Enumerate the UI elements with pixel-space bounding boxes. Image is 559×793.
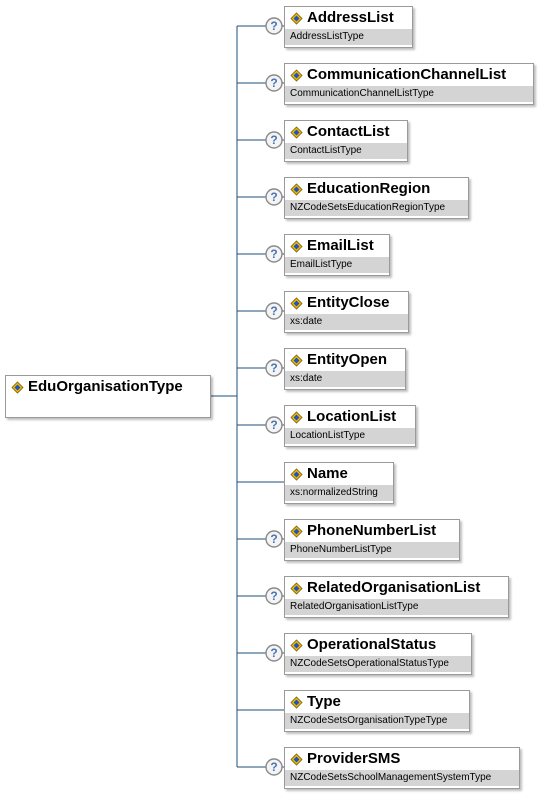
element-icon xyxy=(290,240,303,253)
element-name: EmailList xyxy=(307,237,374,254)
element-icon xyxy=(290,183,303,196)
optional-question-icon: ? xyxy=(265,17,283,35)
element-type: ContactListType xyxy=(285,143,407,159)
optional-question-icon: ? xyxy=(265,188,283,206)
svg-text:?: ? xyxy=(270,646,277,660)
element-icon xyxy=(290,411,303,424)
element-name: OperationalStatus xyxy=(307,636,437,653)
element-name: EntityClose xyxy=(307,294,390,311)
svg-text:?: ? xyxy=(270,19,277,33)
element-name: ContactList xyxy=(307,123,390,140)
root-element-name: EduOrganisationType xyxy=(28,378,183,395)
optional-question-icon: ? xyxy=(265,359,283,377)
element-type: NZCodeSetsOperationalStatusType xyxy=(285,656,471,672)
element-type: NZCodeSetsSchoolManagementSystemType xyxy=(285,770,519,786)
optional-question-icon: ? xyxy=(265,245,283,263)
element-type: EmailListType xyxy=(285,257,389,273)
element-box-entityclose[interactable]: EntityClose xs:date xyxy=(284,291,409,333)
element-icon xyxy=(290,753,303,766)
svg-text:?: ? xyxy=(270,76,277,90)
element-type: xs:normalizedString xyxy=(285,485,393,501)
element-icon xyxy=(290,468,303,481)
element-icon xyxy=(290,126,303,139)
element-type: LocationListType xyxy=(285,428,415,444)
element-box-providersms[interactable]: ProviderSMS NZCodeSetsSchoolManagementSys… xyxy=(284,747,520,789)
element-icon xyxy=(290,354,303,367)
element-name: Name xyxy=(307,465,348,482)
element-type: AddressListType xyxy=(285,29,412,45)
element-name: EducationRegion xyxy=(307,180,431,197)
svg-text:?: ? xyxy=(270,589,277,603)
element-type: xs:date xyxy=(285,371,405,387)
root-element-box[interactable]: EduOrganisationType xyxy=(5,375,211,418)
element-icon xyxy=(290,12,303,25)
element-box-entityopen[interactable]: EntityOpen xs:date xyxy=(284,348,406,390)
element-type: PhoneNumberListType xyxy=(285,542,459,558)
optional-question-icon: ? xyxy=(265,131,283,149)
optional-question-icon: ? xyxy=(265,530,283,548)
svg-text:?: ? xyxy=(270,304,277,318)
svg-text:?: ? xyxy=(270,532,277,546)
optional-question-icon: ? xyxy=(265,302,283,320)
optional-question-icon: ? xyxy=(265,758,283,776)
element-name: CommunicationChannelList xyxy=(307,66,507,83)
optional-question-icon: ? xyxy=(265,644,283,662)
element-name: LocationList xyxy=(307,408,397,425)
element-type: RelatedOrganisationListType xyxy=(285,599,508,615)
element-icon xyxy=(290,696,303,709)
svg-text:?: ? xyxy=(270,190,277,204)
element-icon xyxy=(290,525,303,538)
element-icon xyxy=(11,381,24,394)
element-type: NZCodeSetsEducationRegionType xyxy=(285,200,468,216)
element-type: CommunicationChannelListType xyxy=(285,86,533,102)
element-name: ProviderSMS xyxy=(307,750,401,767)
svg-text:?: ? xyxy=(270,760,277,774)
optional-question-icon: ? xyxy=(265,416,283,434)
element-icon xyxy=(290,297,303,310)
svg-text:?: ? xyxy=(270,247,277,261)
element-type: NZCodeSetsOrganisationTypeType xyxy=(285,713,469,729)
svg-text:?: ? xyxy=(270,133,277,147)
element-name: Type xyxy=(307,693,341,710)
element-name: PhoneNumberList xyxy=(307,522,437,539)
element-icon xyxy=(290,69,303,82)
element-icon xyxy=(290,582,303,595)
element-icon xyxy=(290,639,303,652)
optional-question-icon: ? xyxy=(265,587,283,605)
element-name: RelatedOrganisationList xyxy=(307,579,481,596)
element-name: EntityOpen xyxy=(307,351,388,368)
element-name: AddressList xyxy=(307,9,394,26)
element-type: xs:date xyxy=(285,314,408,330)
element-box-name[interactable]: Name xs:normalizedString xyxy=(284,462,394,504)
svg-text:?: ? xyxy=(270,361,277,375)
optional-question-icon: ? xyxy=(265,74,283,92)
svg-text:?: ? xyxy=(270,418,277,432)
